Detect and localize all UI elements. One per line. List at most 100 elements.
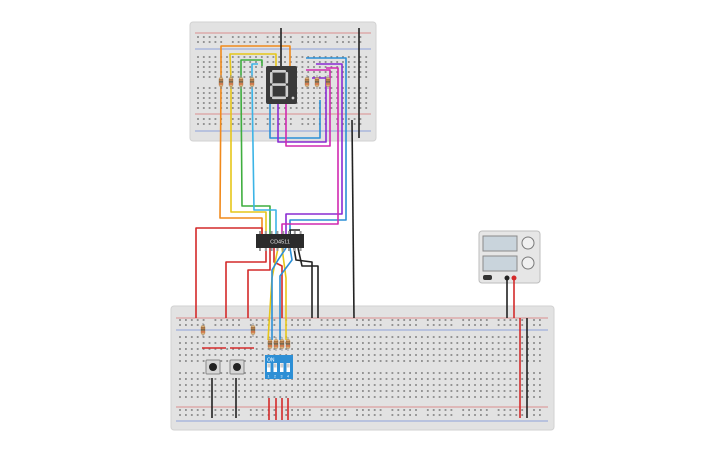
- breadboard-hole: [301, 71, 304, 73]
- power-switch[interactable]: [483, 275, 492, 280]
- breadboard-hole: [237, 87, 240, 89]
- breadboard-hole: [409, 414, 411, 416]
- breadboard-hole: [403, 342, 406, 344]
- breadboard-hole: [336, 92, 339, 94]
- breadboard-hole: [272, 36, 275, 38]
- breadboard-hole: [480, 409, 482, 411]
- seven-segment-display[interactable]: [266, 66, 297, 104]
- breadboard-hole: [320, 348, 323, 350]
- breadboard-hole: [365, 102, 368, 104]
- breadboard-hole: [326, 372, 329, 374]
- breadboard-hole: [297, 378, 299, 380]
- breadboard-hole: [521, 409, 524, 411]
- wire-yellow: [230, 81, 267, 236]
- breadboard-hole: [231, 97, 234, 99]
- breadboard-hole: [426, 360, 429, 362]
- voltage-knob[interactable]: [521, 236, 535, 250]
- breadboard-hole: [474, 360, 476, 362]
- breadboard-hole: [307, 87, 310, 89]
- ic-chip[interactable]: CD4511: [256, 231, 304, 251]
- ic-pin: [270, 248, 273, 251]
- breadboard-hole: [307, 92, 310, 94]
- breadboard-hole: [450, 384, 453, 386]
- dip-lever: [280, 363, 284, 368]
- breadboard-hole: [266, 41, 269, 43]
- breadboard-hole: [344, 360, 347, 362]
- breadboard-hole: [226, 56, 228, 58]
- breadboard-hole: [208, 61, 211, 63]
- breadboard-hole: [196, 378, 199, 380]
- breadboard-hole: [273, 319, 276, 321]
- breadboard-hole: [295, 61, 298, 63]
- breadboard-hole: [367, 372, 370, 374]
- breadboard-hole: [480, 384, 482, 386]
- breadboard-hole: [261, 336, 264, 338]
- pushbutton-1[interactable]: [205, 359, 221, 375]
- breadboard-hole: [330, 66, 333, 68]
- breadboard-hole: [527, 378, 529, 380]
- bottom-breadboard[interactable]: [170, 305, 555, 431]
- breadboard-hole: [444, 390, 447, 392]
- breadboard-hole: [480, 336, 482, 338]
- negative-terminal[interactable]: [504, 275, 510, 281]
- breadboard-hole: [491, 342, 494, 344]
- breadboard-hole: [480, 348, 482, 350]
- breadboard-hole: [415, 409, 417, 411]
- breadboard-hole: [249, 324, 252, 326]
- breadboard-hole: [261, 378, 264, 380]
- breadboard-hole: [468, 390, 470, 392]
- pushbutton-2[interactable]: [229, 359, 245, 375]
- breadboard-hole: [403, 324, 406, 326]
- breadboard-hole: [330, 61, 333, 63]
- breadboard-hole: [415, 342, 417, 344]
- dip-switch[interactable]: ON 1 2 3 4: [265, 355, 293, 379]
- breadboard-hole: [197, 36, 199, 38]
- wire-green: [240, 59, 263, 81]
- breadboard-hole: [243, 92, 246, 94]
- dip-switch-levers[interactable]: [267, 363, 290, 372]
- breadboard-hole: [491, 336, 494, 338]
- breadboard-hole: [232, 378, 234, 380]
- resistor-band: [239, 79, 243, 81]
- breadboard-hole: [497, 342, 500, 344]
- breadboard-hole: [332, 378, 335, 380]
- breadboard-hole: [353, 97, 356, 99]
- breadboard-hole: [342, 41, 344, 43]
- breadboard-hole: [468, 396, 470, 398]
- breadboard-hole: [301, 123, 304, 125]
- breadboard-hole: [444, 372, 447, 374]
- breadboard-hole: [409, 319, 411, 321]
- breadboard-hole: [353, 118, 356, 120]
- breadboard-hole: [438, 390, 441, 392]
- breadboard-hole: [397, 378, 400, 380]
- breadboard-hole: [326, 348, 329, 350]
- breadboard-hole: [491, 348, 494, 350]
- breadboard-hole: [289, 107, 292, 109]
- breadboard-hole: [190, 409, 193, 411]
- breadboard-hole: [350, 390, 352, 392]
- breadboard-hole: [231, 76, 234, 78]
- breadboard-hole: [342, 118, 344, 120]
- breadboard-hole: [196, 360, 199, 362]
- breadboard-hole: [403, 336, 406, 338]
- breadboard-hole: [415, 390, 417, 392]
- breadboard-hole: [185, 354, 187, 356]
- positive-terminal[interactable]: [511, 275, 517, 281]
- breadboard-hole: [291, 414, 293, 416]
- breadboard-hole: [456, 342, 459, 344]
- breadboard-hole: [220, 414, 223, 416]
- breadboard-hole: [359, 118, 362, 120]
- power-supply[interactable]: [478, 230, 541, 284]
- breadboard-hole: [314, 372, 317, 374]
- breadboard-hole: [503, 354, 506, 356]
- breadboard-hole: [432, 354, 435, 356]
- breadboard-hole: [179, 384, 181, 386]
- breadboard-hole: [232, 342, 234, 344]
- breadboard-hole: [190, 414, 193, 416]
- breadboard-hole: [301, 66, 304, 68]
- breadboard-hole: [231, 107, 234, 109]
- breadboard-hole: [313, 41, 315, 43]
- breadboard-hole: [503, 414, 506, 416]
- breadboard-hole: [362, 384, 364, 386]
- current-knob[interactable]: [521, 256, 535, 270]
